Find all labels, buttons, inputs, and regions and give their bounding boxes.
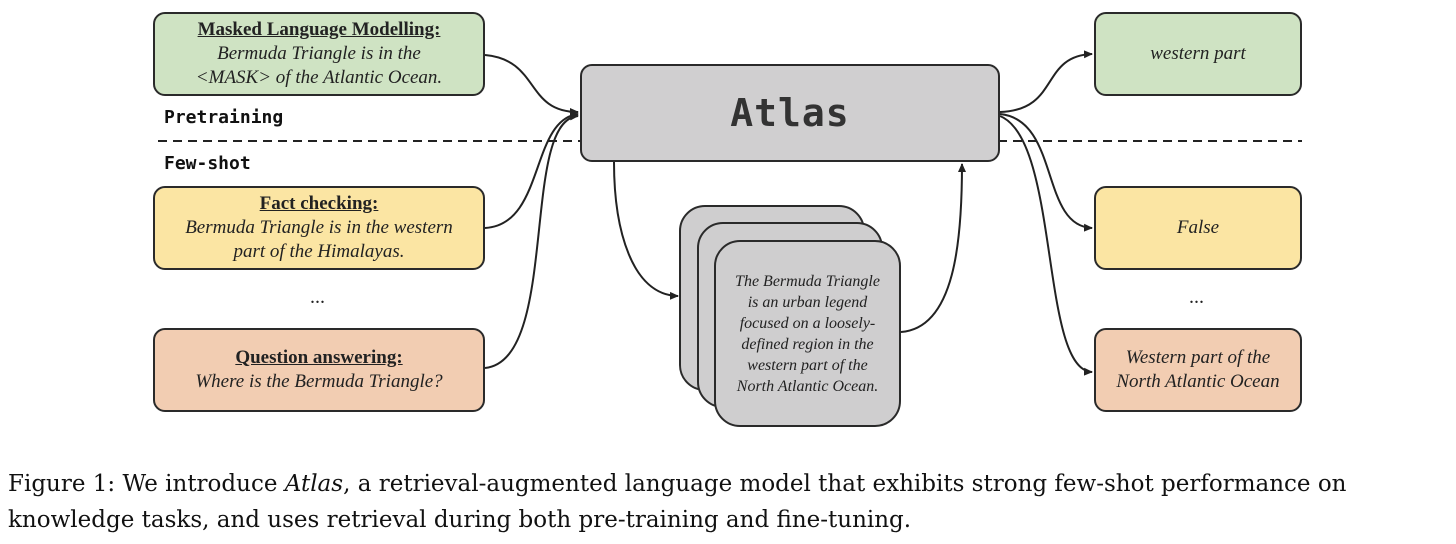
input-qa-title: Question answering: bbox=[235, 347, 403, 368]
input-qa-line1: Where is the Bermuda Triangle? bbox=[195, 371, 443, 392]
arrow-docs-to-atlas bbox=[900, 163, 966, 333]
output-qa-line1: Western part of the bbox=[1125, 347, 1271, 368]
output-qa-line2: North Atlantic Ocean bbox=[1116, 371, 1280, 392]
arrow-atlas-to-qa-output bbox=[999, 115, 1093, 376]
atlas-model-label: Atlas bbox=[730, 91, 850, 135]
caption-rest: , a retrieval-augmented language model t… bbox=[8, 471, 1347, 533]
input-fact-line1: Bermuda Triangle is in the western bbox=[185, 217, 453, 238]
arrow-atlas-to-fact-output bbox=[999, 113, 1093, 232]
retrieved-doc-front: The Bermuda Triangle is an urban legend … bbox=[714, 240, 901, 427]
figure-caption: Figure 1: We introduce Atlas, a retrieva… bbox=[8, 466, 1454, 538]
input-mlm-title: Masked Language Modelling: bbox=[197, 19, 441, 40]
input-fact-box: Fact checking: Bermuda Triangle is in th… bbox=[153, 186, 485, 270]
atlas-model-box: Atlas bbox=[580, 64, 1000, 162]
arrow-fact-to-atlas bbox=[484, 111, 579, 229]
output-ellipsis: ... bbox=[1189, 286, 1204, 308]
arrow-atlas-to-mlm-output bbox=[999, 50, 1093, 113]
input-mlm-line2: <MASK> of the Atlantic Ocean. bbox=[195, 67, 443, 88]
input-ellipsis: ... bbox=[310, 286, 325, 308]
output-mlm-text: western part bbox=[1150, 43, 1246, 64]
output-mlm-box: western part bbox=[1094, 12, 1302, 96]
output-fact-box: False bbox=[1094, 186, 1302, 270]
arrow-atlas-to-docs bbox=[613, 161, 679, 300]
caption-model-name: Atlas bbox=[284, 471, 344, 497]
input-mlm-line1: Bermuda Triangle is in the bbox=[217, 43, 421, 64]
fewshot-label: Few-shot bbox=[164, 153, 251, 174]
input-fact-line2: part of the Himalayas. bbox=[233, 241, 405, 262]
arrow-mlm-to-atlas bbox=[484, 54, 579, 116]
retrieved-doc-text: The Bermuda Triangle is an urban legend … bbox=[735, 272, 880, 395]
input-fact-title: Fact checking: bbox=[259, 193, 379, 214]
output-qa-box: Western part of the North Atlantic Ocean bbox=[1094, 328, 1302, 412]
input-mlm-box: Masked Language Modelling: Bermuda Trian… bbox=[153, 12, 485, 96]
pretraining-label: Pretraining bbox=[164, 107, 284, 128]
caption-prefix: Figure 1: We introduce bbox=[8, 471, 285, 497]
input-qa-box: Question answering: Where is the Bermuda… bbox=[153, 328, 485, 412]
output-fact-text: False bbox=[1176, 217, 1220, 238]
arrow-qa-to-atlas bbox=[484, 112, 579, 369]
